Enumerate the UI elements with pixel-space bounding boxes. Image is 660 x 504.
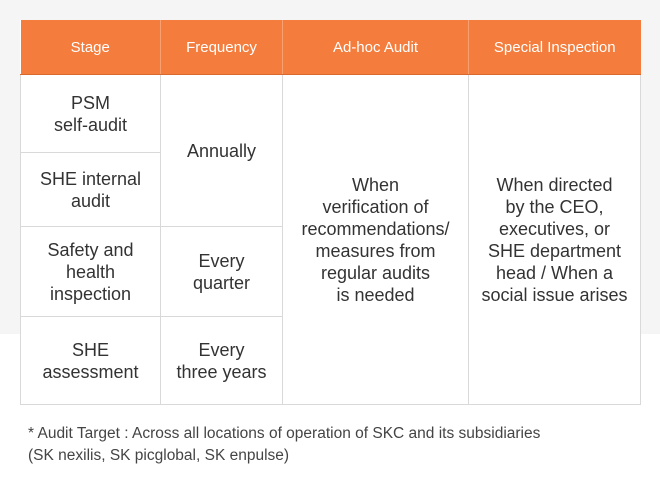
note-line-1: * Audit Target : Across all locations of… [28,425,541,442]
header-ad-hoc-audit: Ad-hoc Audit [282,20,469,75]
header-special-inspection: Special Inspection [468,20,641,75]
ad-hoc-audit-condition: When verification of recommendations/ me… [282,74,469,405]
stage-safety-health-inspection: Safety and health inspection [20,226,161,317]
stage-she-internal-audit: SHE internal audit [20,152,161,227]
audit-table: Stage Frequency Ad-hoc Audit Special Ins… [20,20,641,405]
header-stage: Stage [20,20,161,75]
note-line-2: (SK nexilis, SK picglobal, SK enpulse) [28,447,290,464]
table-row: Safety and health inspection Every quart… [20,226,641,317]
table-row: PSM self-audit Annually When verificatio… [20,74,641,405]
audit-target-note: * Audit Target : Across all locations of… [28,423,638,467]
header-frequency: Frequency [160,20,283,75]
special-inspection-condition: When directed by the CEO, executives, or… [468,74,641,405]
header-row: Stage Frequency Ad-hoc Audit Special Ins… [20,20,641,75]
frequency-quarterly: Every quarter [160,226,283,317]
frequency-three-years: Every three years [160,316,283,405]
frequency-annually: Annually [160,74,283,227]
table-row: SHE assessment Every three years [20,316,641,405]
stage-psm-self-audit: PSM self-audit [20,74,161,153]
stage-she-assessment: SHE assessment [20,316,161,405]
table-row: SHE internal audit [20,152,641,227]
